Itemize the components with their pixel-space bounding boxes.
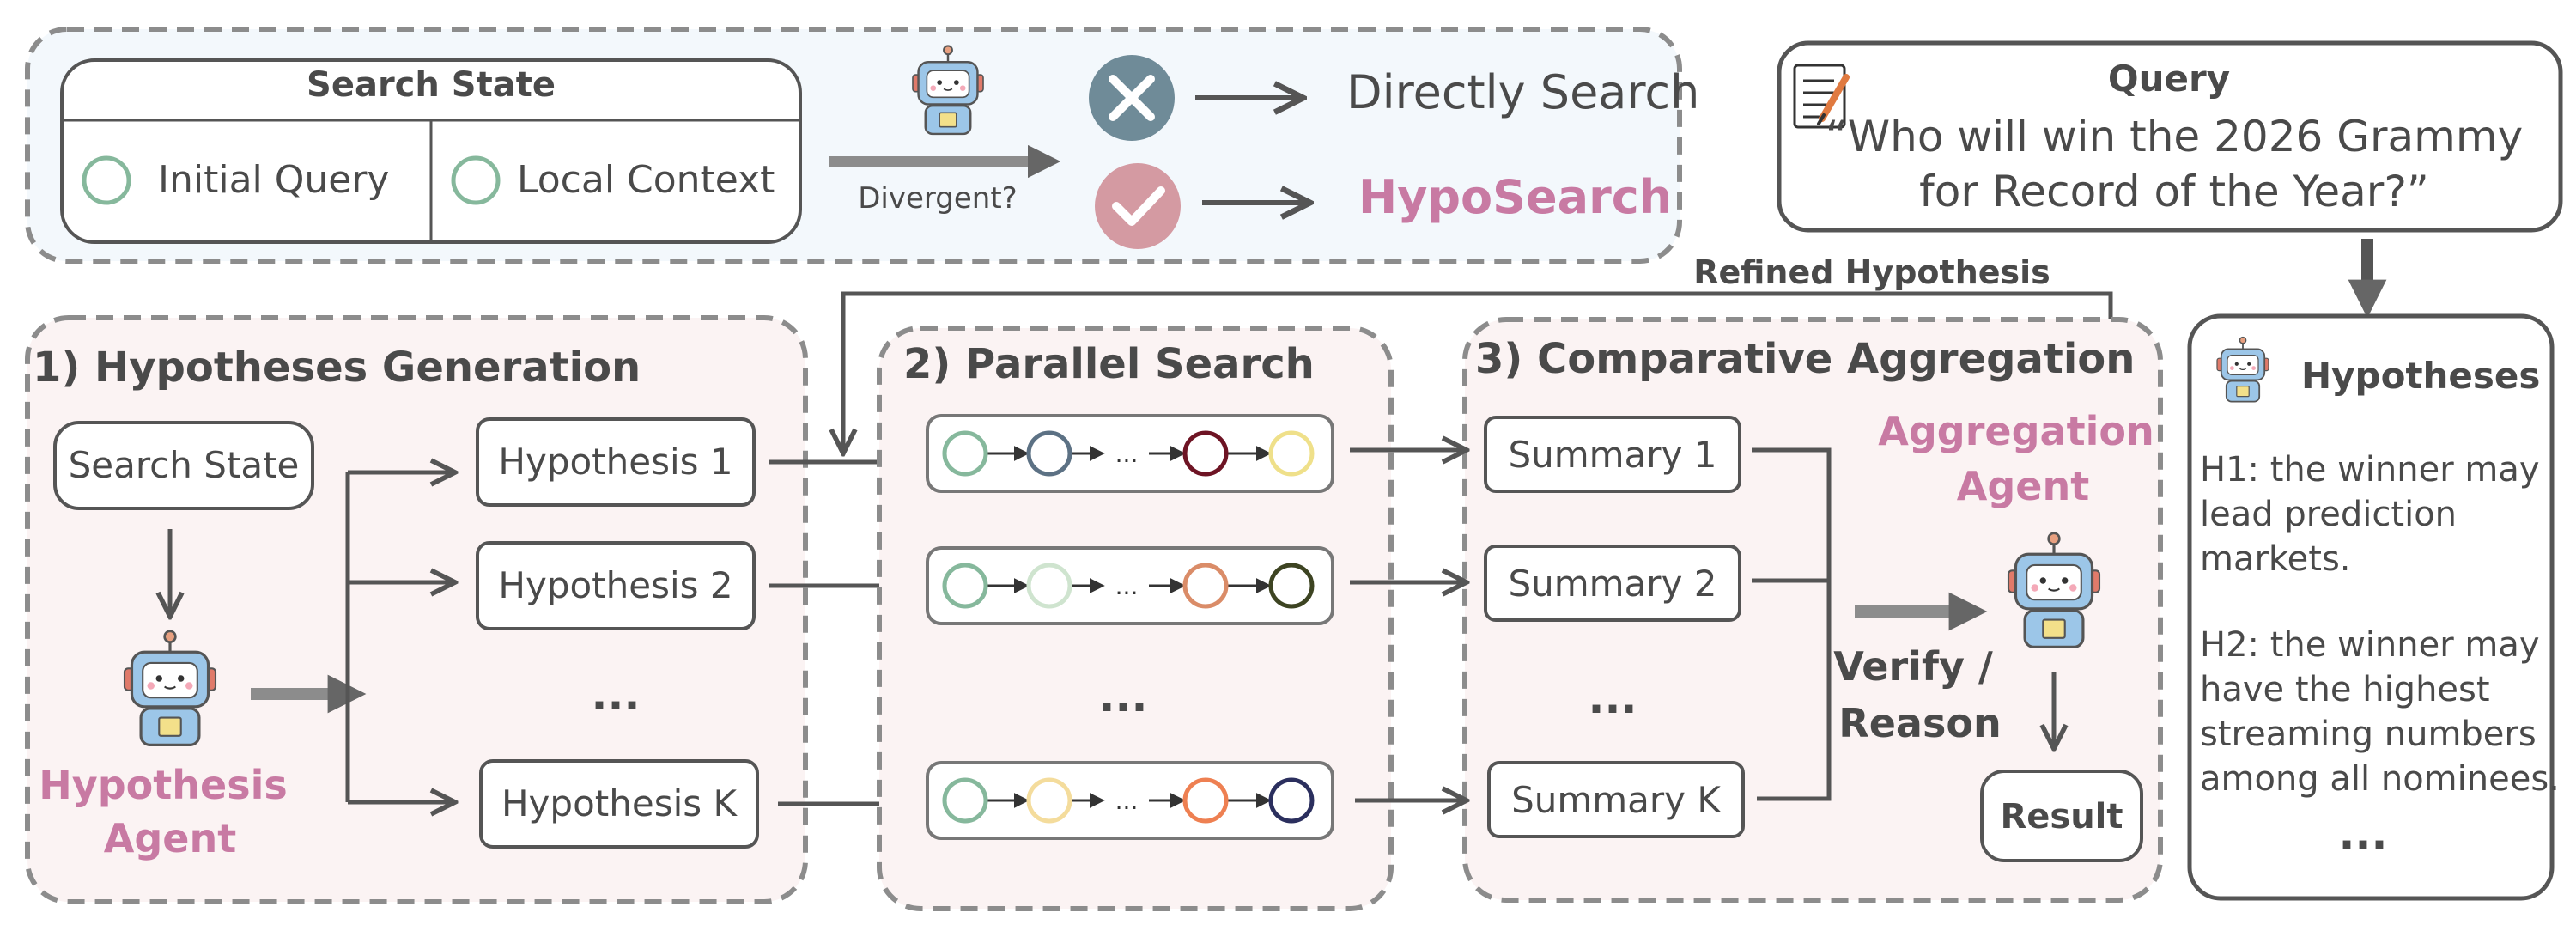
- chain-ellipsis: ...: [1115, 572, 1139, 600]
- local-context-icon: [451, 155, 501, 205]
- hypothesis-k-label: Hypothesis K: [501, 782, 738, 825]
- summary-1-box: [1484, 416, 1741, 493]
- hypotheses-panel: [2187, 313, 2555, 901]
- refined-hypothesis-label: Refined Hypothesis: [1693, 253, 2050, 291]
- hypothesis-k-box: [479, 759, 759, 849]
- summary-k-label: Summary K: [1511, 779, 1722, 821]
- search-step-node: [1182, 430, 1229, 477]
- chain-ellipsis: ...: [1115, 787, 1139, 815]
- hypotheses-title: Hypotheses: [2301, 355, 2540, 397]
- stage1-search-state-box: [53, 421, 314, 510]
- search-chain-box: [926, 761, 1334, 840]
- local-context-label: Local Context: [517, 158, 775, 202]
- initial-query-label: Initial Query: [158, 158, 389, 202]
- summary-2-label: Summary 2: [1508, 563, 1716, 605]
- stage3-title: 3) Comparative Aggregation: [1475, 335, 2135, 383]
- divergent-label: Divergent?: [858, 181, 1017, 216]
- hypothesis-2-label: Hypothesis 2: [498, 564, 732, 606]
- aggregation-agent-label: Aggregation Agent: [1878, 408, 2167, 509]
- search-chain-box: [926, 414, 1334, 493]
- initial-query-icon: [82, 155, 131, 205]
- result-box: [1980, 770, 2143, 862]
- hypothesis-2-box: [476, 541, 756, 630]
- summary-2-box: [1484, 545, 1741, 622]
- stage1-title: 1) Hypotheses Generation: [33, 344, 641, 392]
- search-step-node: [942, 430, 988, 477]
- search-step-node: [1268, 430, 1315, 477]
- chain-ellipsis: ...: [1115, 440, 1139, 468]
- search-step-node: [1268, 563, 1315, 609]
- document-icon: [1793, 64, 1850, 129]
- summary-k-box: [1487, 761, 1745, 838]
- hypothesis-1-box: [476, 417, 756, 507]
- hypotheses-ellipsis: ...: [2339, 809, 2388, 859]
- verify-reason-label: Verify / Reason: [1833, 643, 2007, 746]
- search-step-node: [942, 777, 988, 824]
- h2-text: H2: the winner may have the highest stre…: [2200, 625, 2560, 799]
- h1-text: H1: the winner may lead prediction marke…: [2200, 450, 2550, 579]
- summary-1-label: Summary 1: [1508, 434, 1716, 476]
- hypothesis-1-label: Hypothesis 1: [498, 441, 732, 483]
- query-title: Query: [2108, 58, 2230, 100]
- query-box: [1777, 40, 2563, 233]
- search-chain-box: [926, 546, 1334, 625]
- directly-search-label: Directly Search: [1346, 65, 1699, 119]
- search-step-node: [1268, 777, 1315, 824]
- search-step-node: [942, 563, 988, 609]
- hyposearch-label: HypoSearch: [1358, 170, 1672, 224]
- stage1-search-state: Search State: [69, 444, 300, 486]
- search-state-title: Search State: [307, 65, 556, 105]
- hypothesis-ellipsis: ...: [592, 670, 641, 720]
- query-text-line2: for Record of the Year?”: [1919, 167, 2429, 216]
- check-icon: [1095, 163, 1181, 249]
- hypothesis-agent-label: Hypothesis Agent: [39, 762, 301, 861]
- search-step-node: [1182, 777, 1229, 824]
- query-text-line1: “Who will win the 2026 Grammy: [1826, 112, 2523, 161]
- search-step-node: [1026, 563, 1072, 609]
- summary-ellipsis: ...: [1589, 673, 1637, 723]
- search-step-node: [1026, 777, 1072, 824]
- search-chains: .........: [926, 414, 1334, 840]
- search-step-node: [1026, 430, 1072, 477]
- chain-ellipsis-mid: ...: [1099, 672, 1148, 721]
- result-label: Result: [2000, 797, 2123, 837]
- search-step-node: [1182, 563, 1229, 609]
- stage2-title: 2) Parallel Search: [903, 340, 1315, 388]
